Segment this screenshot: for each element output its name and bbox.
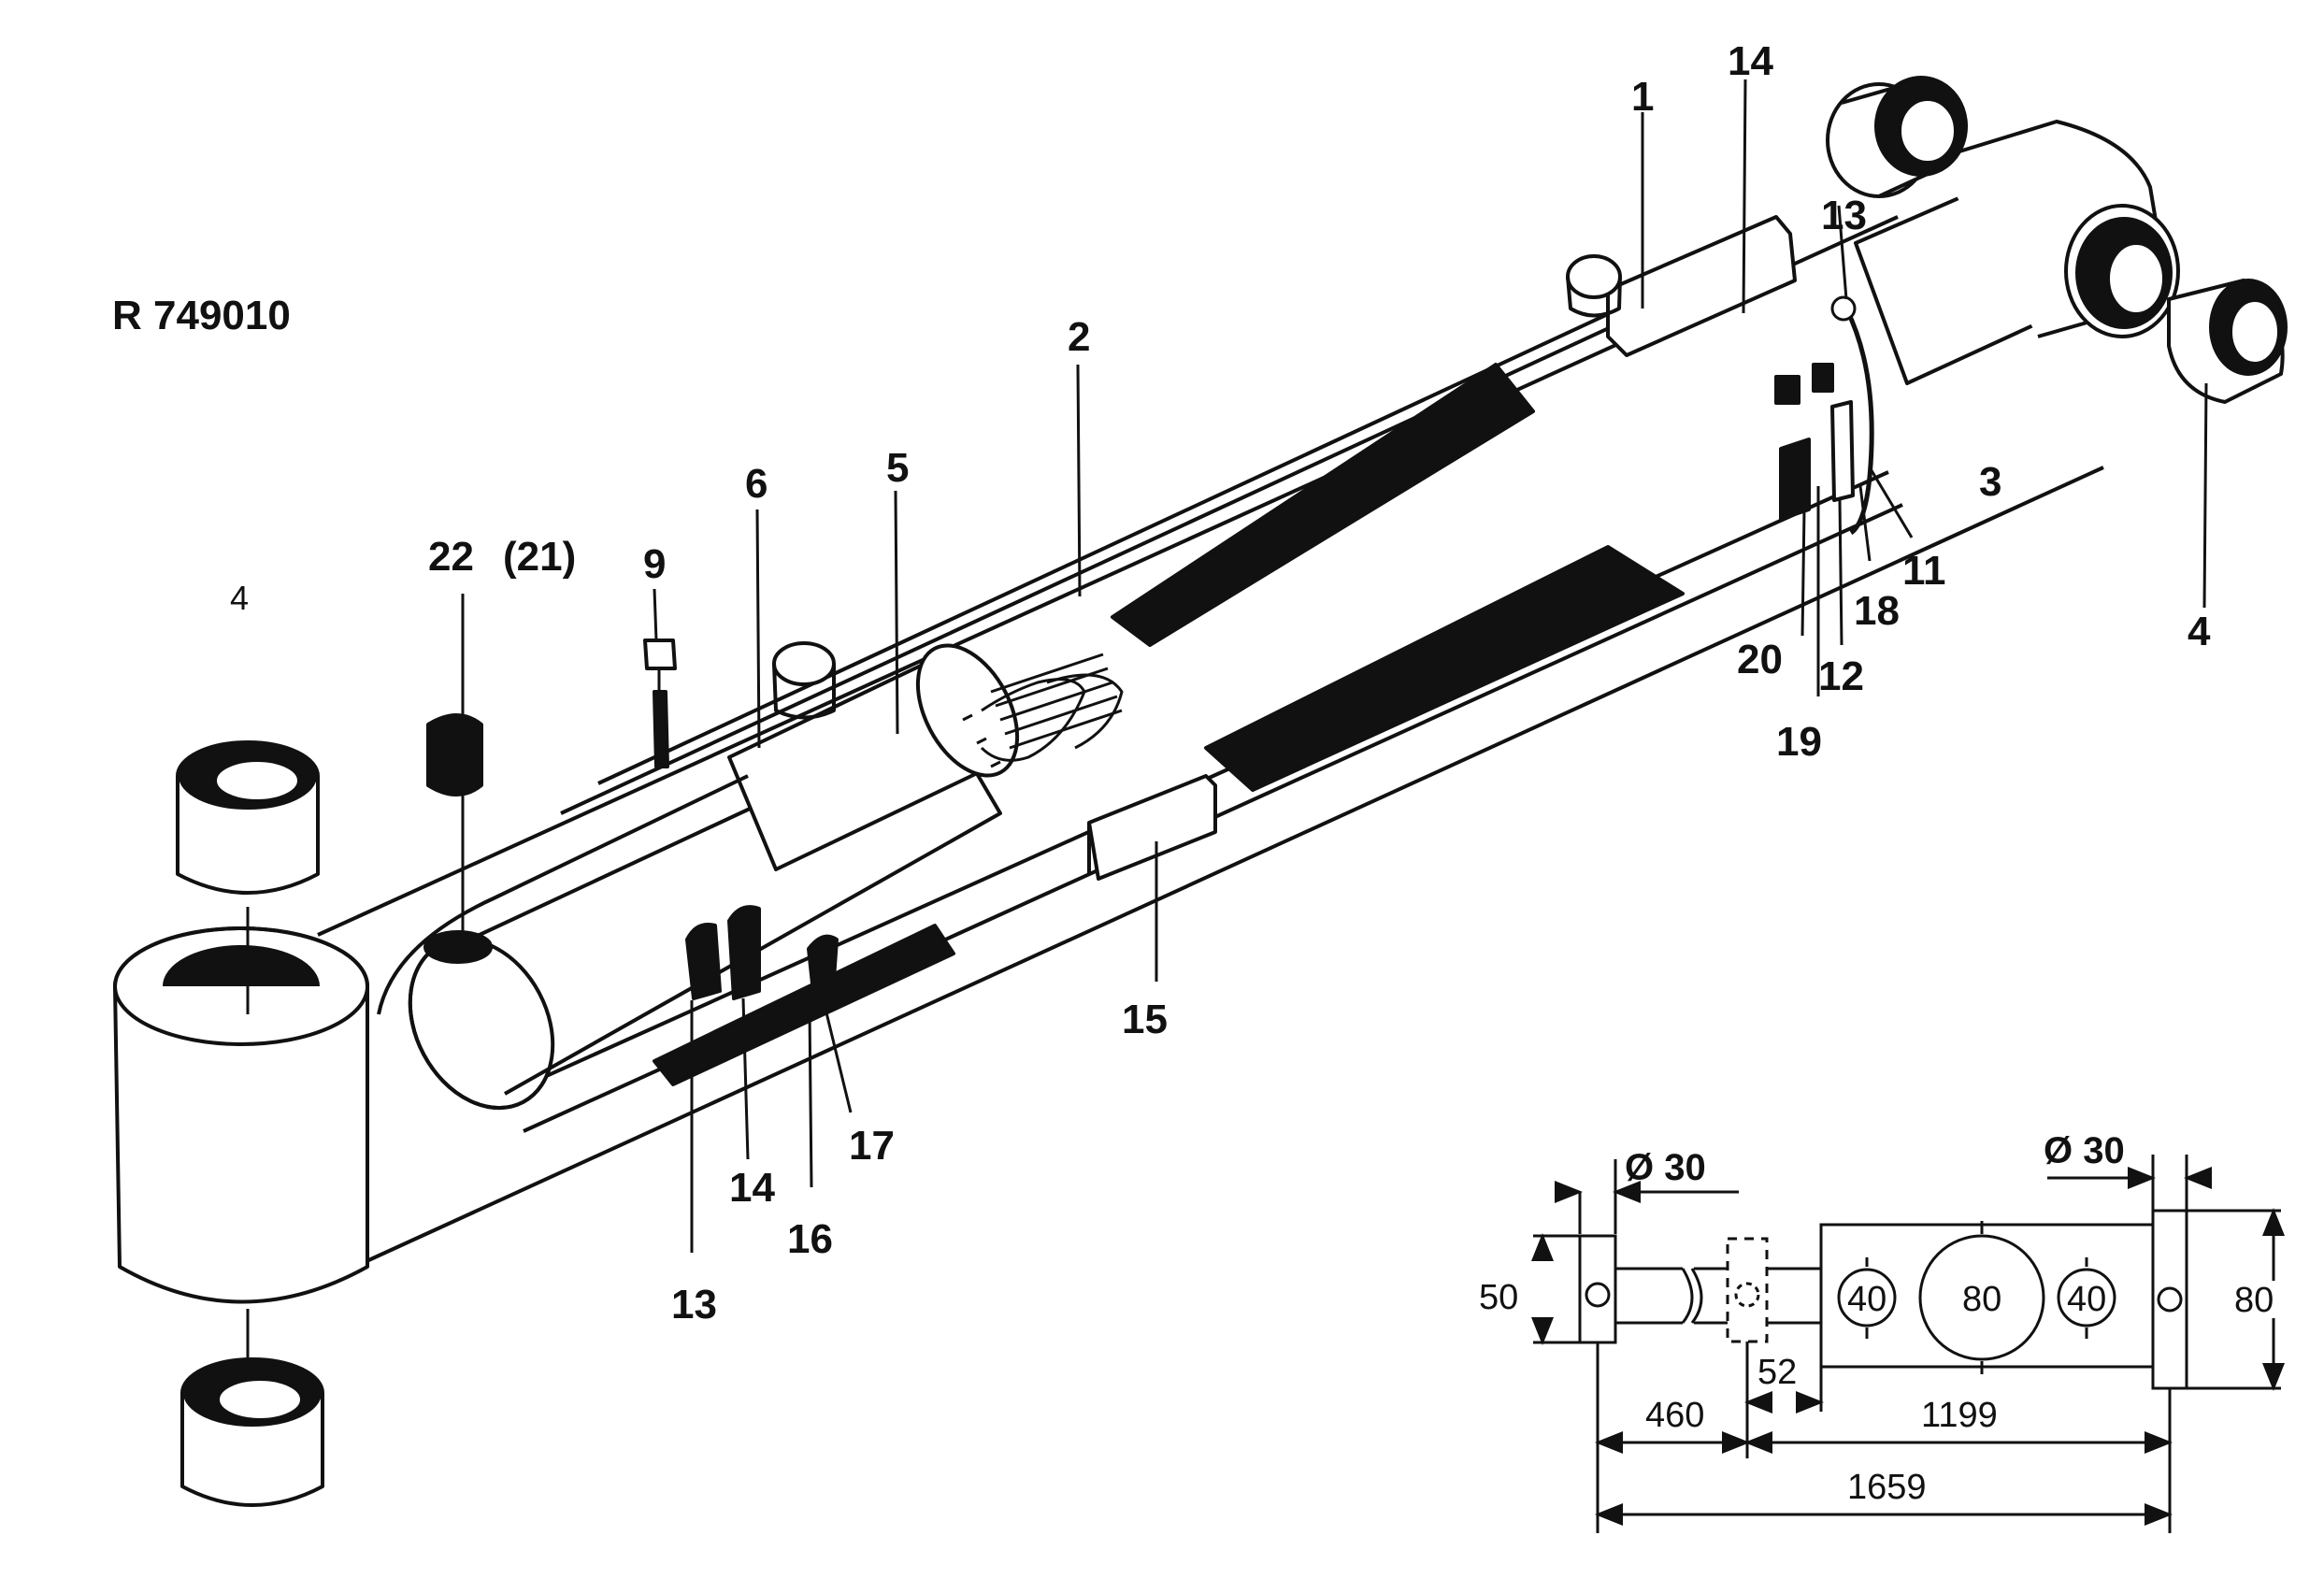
dim-overall-length: 1659: [1847, 1468, 1927, 1507]
dim-port-right: 40: [2067, 1280, 2106, 1319]
dim-offset: 52: [1757, 1353, 1797, 1392]
dim-height-right: 80: [2234, 1281, 2274, 1320]
callout-2: 2: [1068, 314, 1090, 360]
callout-12: 12: [1818, 653, 1864, 699]
dim-stroke: 460: [1645, 1396, 1704, 1435]
right-eye: [1934, 120, 2180, 338]
callout-15: 15: [1122, 997, 1168, 1042]
callout-13-top: 13: [1821, 193, 1867, 238]
dim-height-left: 50: [1479, 1278, 1518, 1317]
callout-16: 16: [787, 1216, 833, 1262]
bushing-upper-right: [1826, 76, 1968, 198]
callout-6: 6: [745, 461, 767, 507]
gland-head: [1566, 215, 1797, 357]
callout-4-right: 4: [2188, 609, 2211, 654]
callout-4-left: 4: [230, 579, 249, 617]
port-fitting: [772, 641, 836, 686]
seal-20: [1779, 438, 1811, 521]
dim-pin-right: Ø 30: [2044, 1130, 2125, 1171]
dim-bore: 80: [1962, 1280, 2001, 1319]
dim-left-clevis: [1578, 1234, 1617, 1344]
callout-14-top: 14: [1728, 38, 1773, 84]
callout-3: 3: [1979, 459, 2001, 505]
barrel-cut-top: [560, 232, 1783, 815]
left-eye-body: [113, 985, 369, 1304]
cylinder-illustration: [113, 76, 2288, 1507]
callout-1: 1: [1631, 74, 1654, 120]
dimension-drawing: [1531, 1155, 2285, 1533]
dim-port-left: 40: [1847, 1280, 1886, 1319]
callout-19: 19: [1776, 719, 1822, 765]
callout-22: 22: [428, 534, 474, 580]
bushing-upper-left: [176, 740, 320, 895]
callout-11: 11: [1902, 548, 1946, 594]
inner-wall-lower: [1204, 545, 1685, 792]
barrel-outer-lower: [364, 466, 2104, 1264]
callout-13-bottom: 13: [671, 1282, 717, 1328]
seal-13-bottom: [685, 923, 722, 1000]
dimension-labels: Ø 30 Ø 30 50 80 40 80 40 52 460 1199 165…: [1479, 1130, 2274, 1507]
callout-9: 9: [643, 541, 666, 587]
callout-5: 5: [886, 445, 909, 491]
leader-lines: [461, 79, 2208, 1253]
callouts: 1 14 13 2 3 4 4 5 6 9 22 (21) 11 18 20 1…: [230, 38, 2211, 1328]
bushing-lower-left: [180, 1357, 324, 1507]
callout-20: 20: [1737, 637, 1783, 682]
bushing-lower-right: [2167, 279, 2288, 404]
dim-body-length: 1199: [1921, 1396, 1998, 1435]
guide-block: [1087, 774, 1217, 881]
grease-nipple: [643, 639, 677, 670]
callout-14-bottom: 14: [729, 1165, 775, 1211]
callout-17: 17: [849, 1123, 895, 1169]
seal-13-top: [1774, 375, 1800, 405]
dim-pin-left: Ø 30: [1625, 1147, 1706, 1188]
seal-14-bottom: [727, 905, 761, 1000]
spring-coils: [962, 653, 1124, 768]
callout-21: (21): [503, 534, 576, 580]
inner-wall-upper: [1111, 363, 1535, 647]
part-number-title: R 749010: [112, 293, 291, 338]
wiper-ring: [1843, 307, 1874, 536]
plug: [426, 713, 483, 796]
callout-18: 18: [1854, 588, 1900, 634]
seal-12: [1830, 400, 1855, 502]
seal-17: [807, 934, 839, 1012]
